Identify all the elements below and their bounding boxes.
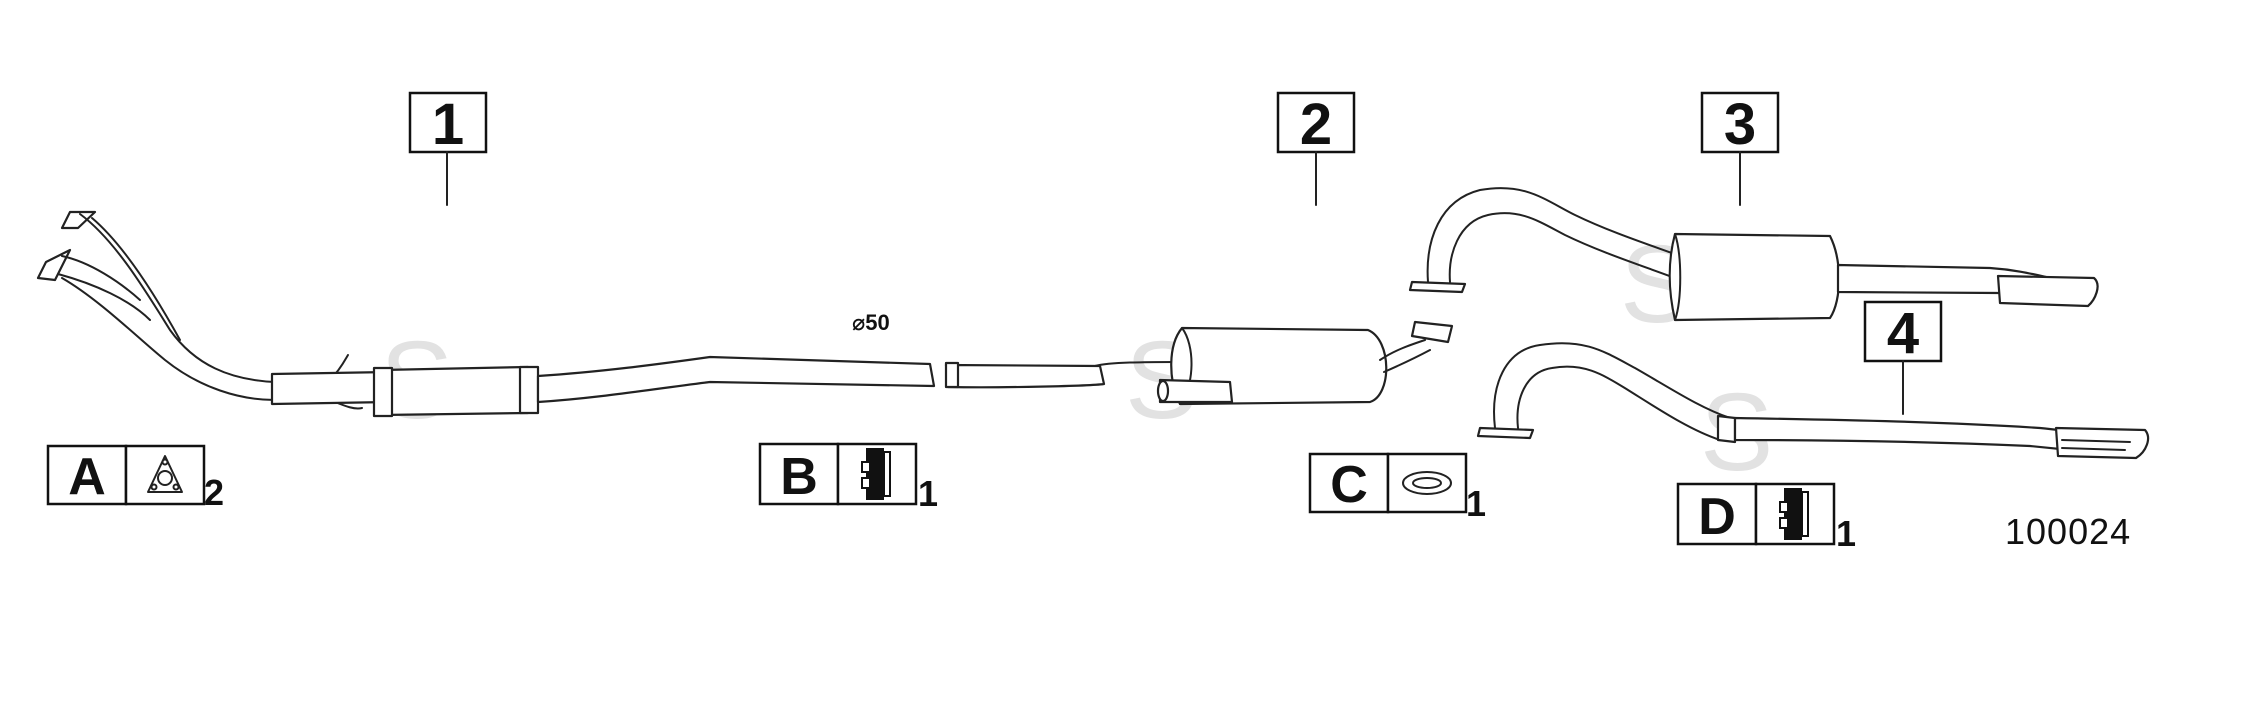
accessory-d-letter: D <box>1698 488 1736 546</box>
diameter-label: ⌀50 <box>852 310 890 335</box>
diameter-value: 50 <box>865 310 889 335</box>
part-1-front-pipe <box>36 210 936 418</box>
clamp-icon <box>861 448 891 500</box>
accessory-a-letter: A <box>68 448 106 506</box>
diameter-symbol: ⌀ <box>852 310 865 335</box>
accessory-c: C 1 <box>1308 452 1486 524</box>
callout-4: 4 <box>1863 300 1943 415</box>
accessory-a-qty: 2 <box>204 472 224 513</box>
callout-2: 2 <box>1276 91 1356 206</box>
part-2-center-silencer <box>944 320 1454 406</box>
reference-number: 100024 <box>2005 511 2131 552</box>
rubber-ring-icon <box>1402 471 1452 495</box>
accessory-b-qty: 1 <box>918 473 938 514</box>
accessory-b: B 1 <box>758 442 938 514</box>
accessory-c-qty: 1 <box>1466 483 1486 524</box>
svg-text:⌀50: ⌀50 <box>852 310 890 335</box>
part-4-rear-pipe <box>1476 342 2150 460</box>
clamp-icon <box>1779 488 1809 540</box>
callout-1-label: 1 <box>432 92 464 157</box>
callout-1: 1 <box>408 91 488 206</box>
callout-2-label: 2 <box>1300 92 1332 157</box>
flange-gasket-icon <box>147 455 183 493</box>
accessory-d: D 1 <box>1676 482 1856 554</box>
callout-4-label: 4 <box>1887 301 1919 366</box>
callout-3-label: 3 <box>1724 92 1756 157</box>
callout-3: 3 <box>1700 91 1780 206</box>
accessory-b-letter: B <box>780 448 818 506</box>
watermarks: S S S S <box>380 223 1773 494</box>
accessory-d-qty: 1 <box>1836 513 1856 554</box>
accessory-a: A 2 <box>46 444 224 513</box>
accessory-c-letter: C <box>1330 456 1368 514</box>
part-3-rear-silencer <box>1408 187 2099 322</box>
